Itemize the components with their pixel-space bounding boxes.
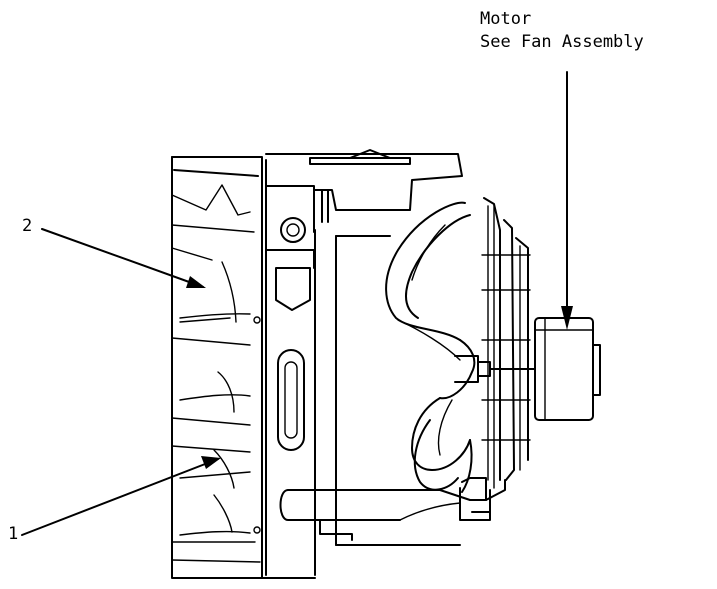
motor [534,317,601,421]
leader-item-2 [41,228,206,288]
callout-item-1: 1 [8,524,19,544]
fan-blades [385,201,476,493]
leader-motor [561,71,573,330]
callout-motor-line2: See Fan Assembly [480,32,644,52]
callout-item-2: 2 [22,216,33,236]
grille [171,156,263,579]
fan-guard [459,197,531,521]
housing-frame [261,149,471,579]
callout-motor-line1: Motor [480,9,532,29]
leader-item-1 [21,456,221,536]
fan-hub [454,355,536,383]
